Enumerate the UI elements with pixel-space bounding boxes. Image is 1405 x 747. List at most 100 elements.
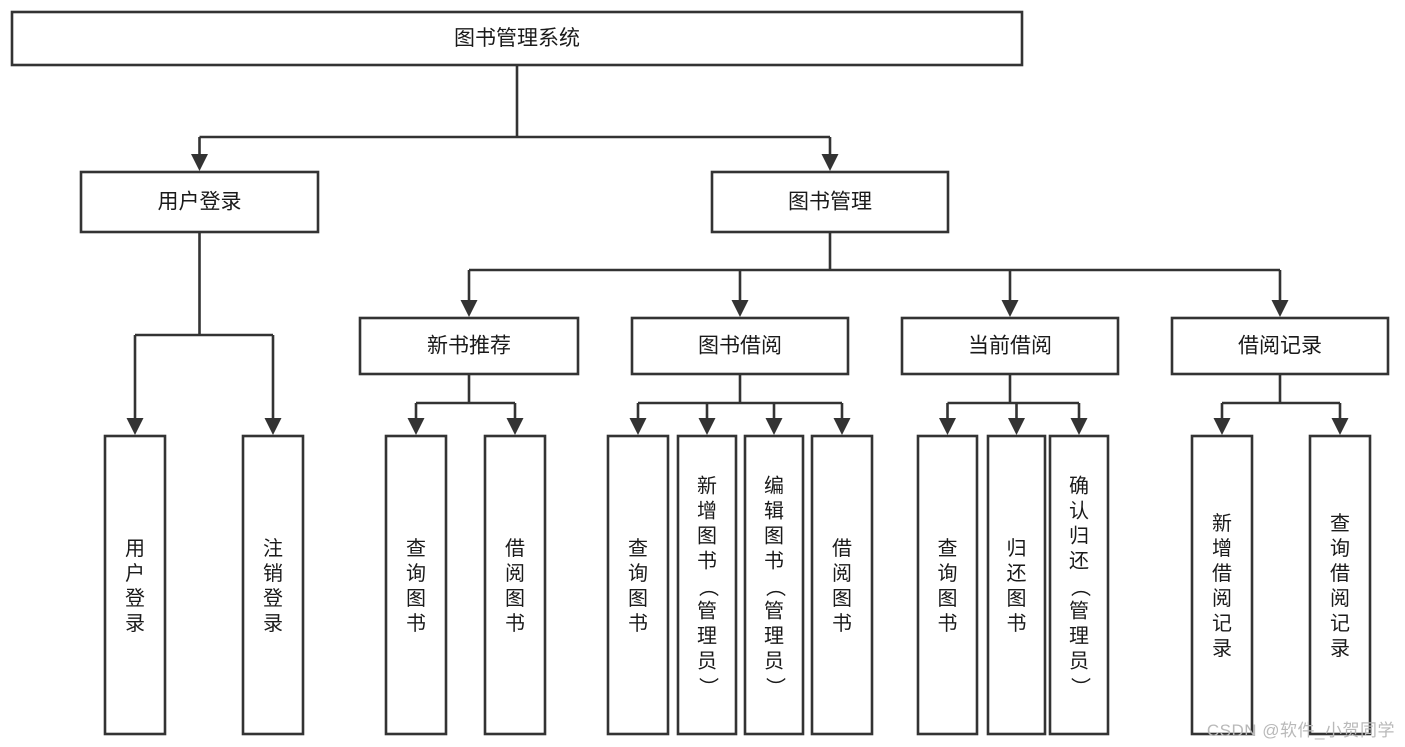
node-box-root: [10, 10, 1024, 67]
node-box-leaf-borrow-book-1: [483, 434, 547, 736]
node-user-login[interactable]: 用户登录: [79, 170, 320, 234]
node-label-borrow-record: 借阅记录: [1238, 335, 1322, 358]
node-leaf-user-login[interactable]: 用户登录: [103, 434, 167, 736]
svg-text:询: 询: [628, 562, 648, 585]
svg-text:图: 图: [697, 525, 717, 547]
node-box-borrow-record: [1170, 316, 1390, 376]
svg-text:借: 借: [832, 537, 852, 560]
svg-text:借: 借: [505, 537, 525, 560]
svg-text:还: 还: [1007, 562, 1027, 585]
svg-text:户: 户: [125, 562, 145, 585]
svg-text:员: 员: [1069, 650, 1089, 672]
node-box-book-borrow: [630, 316, 850, 376]
node-box-leaf-query-record: [1308, 434, 1372, 736]
arrow-icon-borrow-record: [1271, 300, 1289, 317]
svg-text:用: 用: [125, 538, 145, 560]
svg-text:图: 图: [764, 525, 784, 547]
node-box-current-borrow: [900, 316, 1120, 376]
svg-text:认: 认: [1069, 499, 1089, 522]
svg-text:确: 确: [1069, 474, 1089, 497]
arrow-icon-leaf-add-book: [698, 418, 716, 435]
svg-text:图: 图: [628, 588, 648, 610]
node-borrow-record[interactable]: 借阅记录: [1170, 316, 1390, 376]
svg-text:管: 管: [697, 599, 717, 622]
svg-text:询: 询: [406, 562, 426, 585]
svg-text:图: 图: [1007, 588, 1027, 610]
node-root[interactable]: 图书管理系统: [10, 10, 1024, 67]
svg-text:归: 归: [1069, 524, 1089, 547]
svg-text:阅: 阅: [1212, 587, 1232, 610]
arrow-icon-leaf-edit-book: [765, 418, 783, 435]
arrow-icon-leaf-user-logout: [264, 418, 282, 435]
svg-text:录: 录: [125, 613, 145, 635]
svg-text:（: （: [697, 577, 720, 597]
node-box-book-manage: [710, 170, 950, 234]
node-book-manage[interactable]: 图书管理: [710, 170, 950, 234]
svg-text:书: 书: [505, 612, 525, 635]
node-box-leaf-confirm-return: [1048, 434, 1110, 736]
svg-text:理: 理: [1069, 625, 1089, 647]
svg-text:（: （: [1069, 577, 1092, 597]
svg-text:增: 增: [697, 499, 717, 522]
arrow-icon-leaf-query-record: [1331, 418, 1349, 435]
svg-text:）: ）: [697, 677, 720, 697]
svg-text:录: 录: [1212, 638, 1232, 660]
node-label-root: 图书管理系统: [454, 27, 580, 50]
node-box-new-book-recommend: [358, 316, 580, 376]
arrow-icon-current-borrow: [1001, 300, 1019, 317]
svg-text:新: 新: [697, 474, 717, 497]
node-current-borrow[interactable]: 当前借阅: [900, 316, 1120, 376]
svg-text:记: 记: [1330, 612, 1350, 635]
svg-text:书: 书: [628, 612, 648, 635]
svg-text:书: 书: [764, 549, 784, 572]
svg-text:询: 询: [1330, 537, 1350, 560]
svg-text:询: 询: [938, 562, 958, 585]
svg-text:销: 销: [263, 562, 283, 585]
node-book-borrow[interactable]: 图书借阅: [630, 316, 850, 376]
connector-group-user-login: [126, 232, 282, 435]
arrow-icon-leaf-query-book-1: [407, 418, 425, 435]
node-label-book-borrow: 图书借阅: [698, 335, 782, 358]
svg-text:新: 新: [1212, 512, 1232, 535]
connector-group-new-book-recommend: [407, 374, 524, 435]
svg-text:录: 录: [1330, 638, 1350, 660]
node-new-book-recommend[interactable]: 新书推荐: [358, 316, 580, 376]
svg-text:归: 归: [1007, 537, 1027, 560]
arrow-icon-leaf-query-book-2: [629, 418, 647, 435]
svg-text:编: 编: [764, 474, 784, 497]
arrow-icon-leaf-confirm-return: [1070, 418, 1088, 435]
svg-text:辑: 辑: [764, 499, 784, 522]
arrow-icon-leaf-return-book: [1008, 418, 1025, 435]
svg-text:书: 书: [832, 612, 852, 635]
svg-text:查: 查: [628, 537, 648, 560]
arrow-icon-leaf-borrow-book-2: [833, 418, 851, 435]
node-label-new-book-recommend: 新书推荐: [427, 335, 511, 358]
svg-text:还: 还: [1069, 549, 1089, 572]
node-box-leaf-return-book: [986, 434, 1047, 736]
svg-text:书: 书: [938, 612, 958, 635]
svg-text:管: 管: [764, 599, 784, 622]
connector-group-root: [191, 65, 839, 171]
node-box-user-login: [79, 170, 320, 234]
